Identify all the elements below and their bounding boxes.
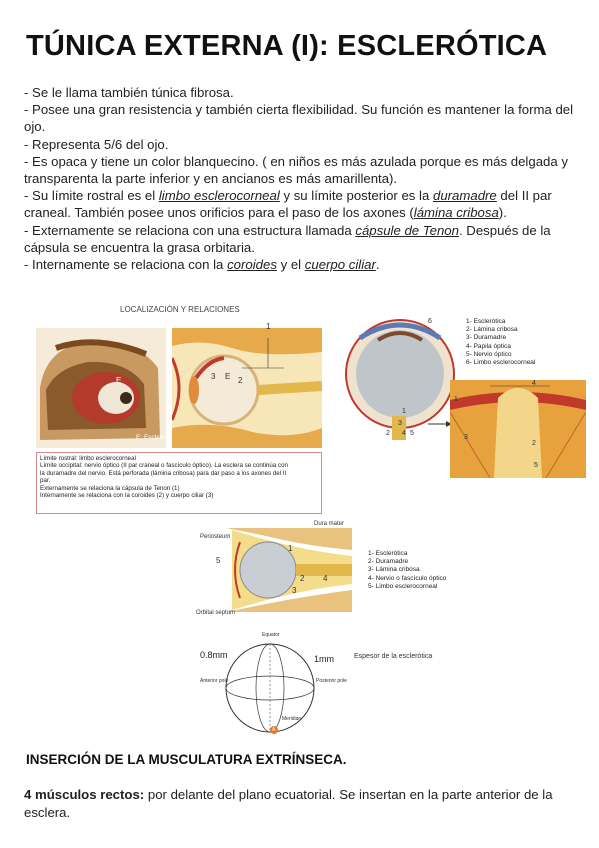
sclera-thickness-sphere	[225, 643, 315, 734]
figure3-legend: 1- Esclerótica 2- Duramadre 3- Lámina cr…	[368, 550, 446, 591]
legend-item: 2- Lámina cribosa	[466, 326, 518, 334]
term-tenon: cápsule de Tenon	[355, 222, 459, 238]
fig2-detail-1: 1	[454, 396, 458, 403]
label-meridian: Meridian	[282, 716, 302, 722]
page-title: TÚNICA EXTERNA (I): ESCLERÓTICA	[26, 30, 548, 62]
paragraph-text: por delante del plano ecuatorial. Se ins…	[24, 787, 553, 820]
e-label: E	[116, 376, 122, 385]
term-coroides: coroides	[227, 257, 277, 273]
legend-item: 4- Nervio o fascículo óptico	[368, 574, 447, 582]
figure1-heading: LOCALIZACIÓN Y RELACIONES	[120, 305, 240, 314]
fig3-num-2: 2	[300, 574, 305, 583]
label-periosteum: Periosteum	[200, 534, 231, 540]
fig2-detail-4: 4	[532, 380, 536, 387]
fig3-num-1: 1	[288, 544, 293, 553]
fig2-num-4: 4	[402, 430, 406, 437]
fig2-num-1: 1	[402, 408, 406, 415]
figure4-caption: Espesor de la esclerótica	[354, 653, 433, 660]
bullet-6: - Externamente se relaciona con una estr…	[24, 222, 551, 255]
legend-item: 5- Nervio óptico	[466, 350, 512, 358]
marker-a: A	[272, 727, 276, 733]
bullet-list: - Se le llama también túnica fibrosa. - …	[24, 84, 576, 273]
term-lamina: lámina cribosa	[413, 205, 499, 221]
label-equator: Equator	[262, 632, 280, 638]
legend-item: 2- Duramadre	[368, 558, 409, 566]
orbit-skull-illustration	[36, 328, 166, 448]
paragraph-bold: 4 músculos rectos:	[24, 787, 145, 802]
caption-line: par.	[40, 477, 51, 485]
fig2-num-6: 6	[428, 318, 432, 325]
caption-line: Límite occipital: nervio óptico (II par …	[40, 462, 288, 470]
caption-line: Límite rostral: limbo esclerocorneal	[40, 455, 136, 462]
fig2-num-5: 5	[410, 430, 414, 437]
eye-sagittal-illustration	[172, 328, 322, 448]
caption-line: Internamente se relaciona con la coroide…	[40, 492, 214, 500]
caption-line: la duramadre del nervio. Está perforada …	[40, 469, 287, 477]
fig3-num-3: 3	[292, 586, 297, 595]
fig2-detail-3: 3	[464, 434, 468, 441]
bullet-5: - Su límite rostral es el limbo escleroc…	[24, 188, 552, 221]
caption-line: Externamente se relaciona la cápsula de …	[40, 484, 180, 492]
bullet-3: - Representa 5/6 del ojo.	[24, 136, 169, 152]
figure2-legend: 1- Esclerótica 2- Lámina cribosa 3- Dura…	[466, 318, 535, 367]
fig1-num-2: 2	[238, 376, 243, 385]
label-posterior-pole: Posterior pole	[316, 678, 347, 684]
section-title: INSERCIÓN DE LA MUSCULATURA EXTRÍNSECA.	[26, 752, 347, 767]
thickness-right: 1mm	[314, 654, 334, 664]
label-orbital-septum: Orbital septum	[196, 610, 236, 616]
term-limbo: limbo esclerocorneal	[158, 188, 280, 204]
fig1-num-3: 3	[211, 372, 216, 381]
legend-item: 5- Limbo esclerocorneal	[368, 582, 438, 590]
legend-item: 4- Papila óptica	[466, 342, 511, 350]
fig3-num-5: 5	[216, 556, 221, 565]
thickness-left: 0.8mm	[200, 650, 228, 660]
e-caption: E: Esclera	[136, 434, 166, 441]
eyeball-section-illustration	[338, 316, 462, 440]
legend-item: 6- Limbo esclerocorneal	[466, 359, 536, 367]
bullet-4: - Es opaca y tiene un color blanquecino.…	[24, 153, 568, 187]
term-duramadre: duramadre	[432, 188, 497, 204]
legend-item: 1- Esclerótica	[466, 318, 506, 325]
fig2-detail-2: 2	[532, 440, 536, 447]
bullet-2: - Posee una gran resistencia y también c…	[24, 102, 574, 135]
term-cuerpo-ciliar: cuerpo ciliar	[304, 257, 376, 273]
label-anterior-pole: Anterior pole	[200, 678, 229, 684]
paragraph: 4 músculos rectos: por delante del plano…	[24, 786, 576, 822]
figure1-caption-box: Límite rostral: limbo esclerocorneal Lím…	[36, 452, 322, 514]
optic-disc-detail-illustration	[450, 380, 586, 478]
legend-item: 1- Esclerótica	[368, 550, 408, 557]
fig2-detail-5: 5	[534, 462, 538, 469]
label-dura-mater: Dura mater	[314, 521, 345, 527]
fig1-num-e: E	[225, 372, 231, 381]
fig3-num-4: 4	[323, 574, 328, 583]
fig2-num-3: 3	[398, 420, 402, 427]
legend-item: 3- Duramadre	[466, 334, 507, 342]
orbit-eyeball-illustration	[196, 520, 352, 620]
bullet-7: - Internamente se relaciona con la coroi…	[24, 257, 380, 273]
fig1-num-1: 1	[266, 322, 271, 331]
legend-item: 3- Lámina cribosa	[368, 566, 420, 574]
bullet-1: - Se le llama también túnica fibrosa.	[24, 85, 234, 100]
fig2-num-2: 2	[386, 430, 390, 437]
